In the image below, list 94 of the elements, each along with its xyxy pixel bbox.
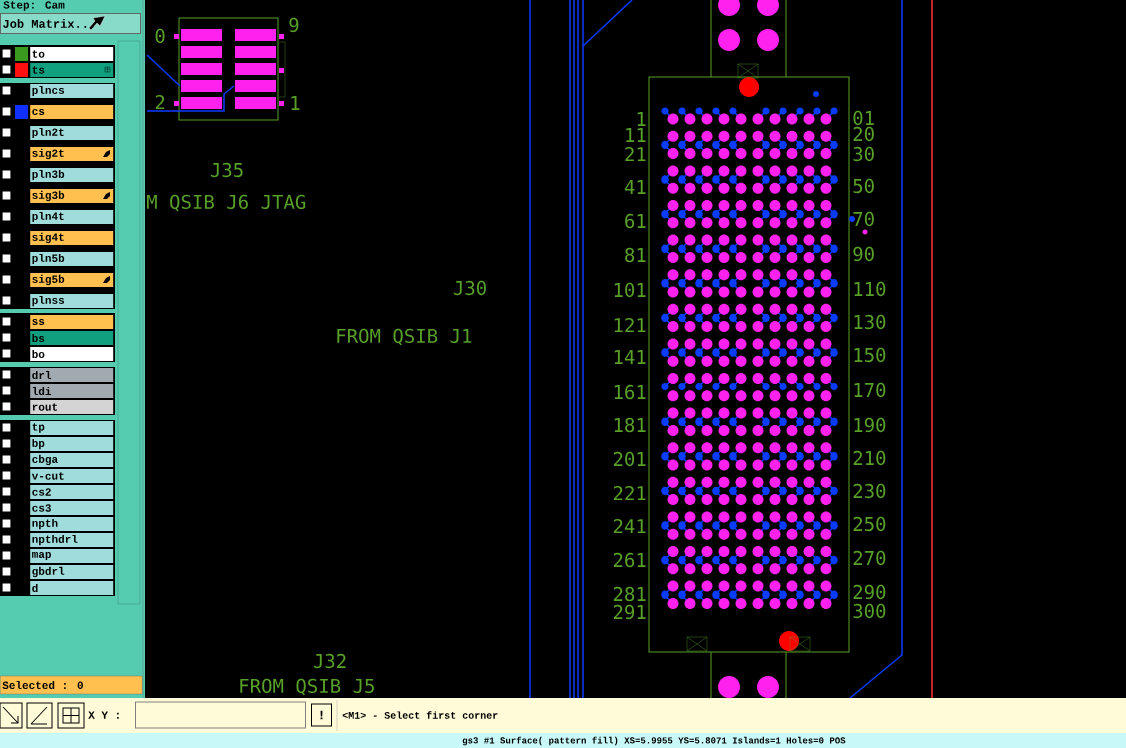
job-matrix-button: Job Matrix... xyxy=(0,13,141,34)
pin-number: 90 xyxy=(853,246,874,262)
layer-row: npthdrl xyxy=(30,533,114,547)
node-label: drl xyxy=(32,370,52,380)
layer-row: pln4t xyxy=(30,210,114,224)
prompt-message: <M1> - Select first corner xyxy=(342,711,498,719)
pin-number: 0 xyxy=(155,28,165,44)
pin-number: 130 xyxy=(854,314,886,330)
layer-row: sig5b xyxy=(30,273,114,287)
layer-row: rout xyxy=(30,400,114,414)
layer-row: sig4t xyxy=(30,231,114,245)
pin-number: 181 xyxy=(614,417,646,433)
pin-number: 201 xyxy=(613,451,646,467)
layer-row: drl xyxy=(30,368,114,382)
coordinate-label: X Y : xyxy=(88,711,119,719)
pin-number: 141 xyxy=(614,350,646,364)
pin-number: 01 xyxy=(853,110,874,126)
pin-number: 41 xyxy=(624,180,646,194)
reference-designator: J35 xyxy=(210,162,243,178)
pin-number: 150 xyxy=(854,347,886,363)
pin-number: 30 xyxy=(853,146,874,162)
pin-number: 300 xyxy=(853,603,886,619)
reference-designator: J30 xyxy=(453,280,486,296)
pin-number: 291 xyxy=(613,604,646,620)
layer-row: pln3b xyxy=(30,168,114,182)
pin-number: 101 xyxy=(614,282,646,298)
pin-number: 230 xyxy=(853,483,886,499)
node-label: npthdrl xyxy=(32,534,78,546)
layer-row: map xyxy=(30,549,114,563)
layer-row: tp xyxy=(30,421,114,435)
layer-row: npth xyxy=(30,517,114,531)
node-label: cs3 xyxy=(32,504,51,512)
layer-row: ss xyxy=(30,315,114,329)
pin-number: 290 xyxy=(853,584,886,600)
pin-number: 20 xyxy=(853,126,874,142)
layer-row: bp xyxy=(30,437,114,451)
layer-row: cs xyxy=(30,105,114,119)
node-label: d xyxy=(32,583,38,593)
component-label: M QSIB J6 JTAG xyxy=(147,194,306,212)
pin-number: 1 xyxy=(291,96,300,110)
pin-number: 170 xyxy=(854,382,886,398)
pin-number: 11 xyxy=(626,128,646,142)
node-label: npth xyxy=(32,518,58,530)
component-label: FROM QSIB J5 xyxy=(240,678,374,696)
layer-row: cs3 xyxy=(30,501,114,515)
pin-number: 250 xyxy=(853,516,886,532)
pin-number: 121 xyxy=(614,317,646,333)
layer-row: cbga xyxy=(30,453,114,467)
pin-number: 81 xyxy=(625,247,646,263)
pin-number: 270 xyxy=(853,550,886,566)
pin-number: 1 xyxy=(637,112,646,126)
pin-number: 161 xyxy=(614,384,646,400)
component-label: FROM QSIB J1 xyxy=(337,328,472,346)
node-label: cbga xyxy=(32,454,58,466)
layer-row: pln5b xyxy=(30,252,114,266)
node-label: tp xyxy=(32,423,45,433)
pin-number: 261 xyxy=(613,552,646,568)
confirm-button: ! xyxy=(311,703,332,727)
pin-number: 210 xyxy=(853,450,886,466)
pin-number: 221 xyxy=(613,485,646,501)
node-label: ldi xyxy=(32,386,52,396)
node-label: v-cut xyxy=(31,472,64,480)
pin-number: 241 xyxy=(613,518,646,534)
layer-row: ts xyxy=(30,63,114,77)
pin-number: 190 xyxy=(854,417,886,433)
layer-row: sig2t xyxy=(30,147,114,161)
pin-number: 110 xyxy=(854,281,886,297)
pin-number: 281 xyxy=(613,586,646,602)
layer-row: v-cut xyxy=(30,469,114,483)
input-field xyxy=(135,701,306,729)
layer-row: bs xyxy=(30,331,114,345)
status-bar: Selected : 0 xyxy=(0,675,143,695)
node-label: gbdrl xyxy=(32,566,65,578)
pin-number: 61 xyxy=(625,213,646,229)
node-label: cs2 xyxy=(32,488,51,496)
layer-row: pln2t xyxy=(30,126,114,140)
status-text: gs3 #1 Surface( pattern fill) XS=5.9955 YS=5.8071 Islands=1 Holes=0 POS xyxy=(462,736,846,746)
layer-row: ldi xyxy=(30,384,114,398)
layer-row: plncs xyxy=(30,84,114,98)
layer-row: to xyxy=(30,47,114,61)
layer-row: d xyxy=(30,581,114,595)
layer-row: gbdrl xyxy=(30,565,114,579)
pin-number: 50 xyxy=(853,178,874,194)
pin-number: 2 xyxy=(155,94,165,110)
layer-row: plnss xyxy=(30,294,114,308)
pin-number: 9 xyxy=(289,17,299,33)
reference-designator: J32 xyxy=(313,653,346,669)
pin-number: 21 xyxy=(625,146,646,162)
layer-row: bo xyxy=(30,347,114,361)
node-label: bp xyxy=(32,438,45,450)
pin-number: 70 xyxy=(853,211,874,227)
layer-row: sig3b xyxy=(30,189,114,203)
layer-row: cs2 xyxy=(30,485,114,499)
node-label: map xyxy=(32,551,51,561)
